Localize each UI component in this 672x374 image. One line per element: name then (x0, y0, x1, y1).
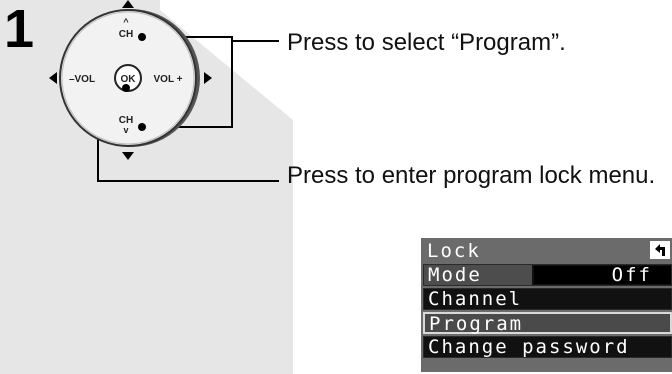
mode-value-box: Off (534, 264, 671, 286)
menu-title: Lock (427, 240, 481, 262)
step-number: 1 (4, 0, 35, 59)
ch-down-caret: v (123, 125, 128, 135)
arrow-right-icon (204, 72, 212, 84)
vol-minus-label: –VOL (69, 74, 95, 85)
return-arrow-icon[interactable] (650, 241, 670, 259)
menu-item-program-label: Program (429, 313, 524, 335)
arrow-down-icon (122, 152, 134, 160)
tv-lock-menu: Lock Mode Off Channel Program Change pas… (421, 238, 672, 372)
menu-item-program[interactable]: Program (423, 312, 672, 335)
ch-down-label: CH (119, 115, 133, 126)
menu-item-channel[interactable]: Channel (423, 288, 672, 310)
arrow-up-icon (122, 0, 134, 8)
ok-label: OK (121, 74, 137, 85)
menu-item-channel-label: Channel (428, 288, 523, 310)
ch-up-label: CH (119, 29, 133, 40)
menu-title-row: Lock (421, 238, 672, 262)
ch-up-callout-dot (138, 33, 146, 41)
menu-item-mode[interactable]: Mode Off (423, 264, 672, 286)
vol-plus-label: VOL + (154, 74, 183, 85)
remote-dpad-illustration: ^ CH CH v –VOL VOL + OK (49, 0, 279, 182)
caption-enter-lock-menu: Press to enter program lock menu. (287, 162, 656, 189)
ch-down-callout-dot (138, 123, 146, 131)
ok-callout-dot (122, 84, 130, 92)
caption-select-program: Press to select “Program”. (287, 29, 566, 56)
menu-item-mode-label: Mode (428, 264, 482, 286)
mode-value: Off (611, 264, 652, 286)
ch-up-caret: ^ (123, 17, 129, 27)
menu-item-change-password[interactable]: Change password (423, 336, 672, 358)
arrow-left-icon (49, 72, 57, 84)
menu-item-change-password-label: Change password (428, 336, 630, 358)
